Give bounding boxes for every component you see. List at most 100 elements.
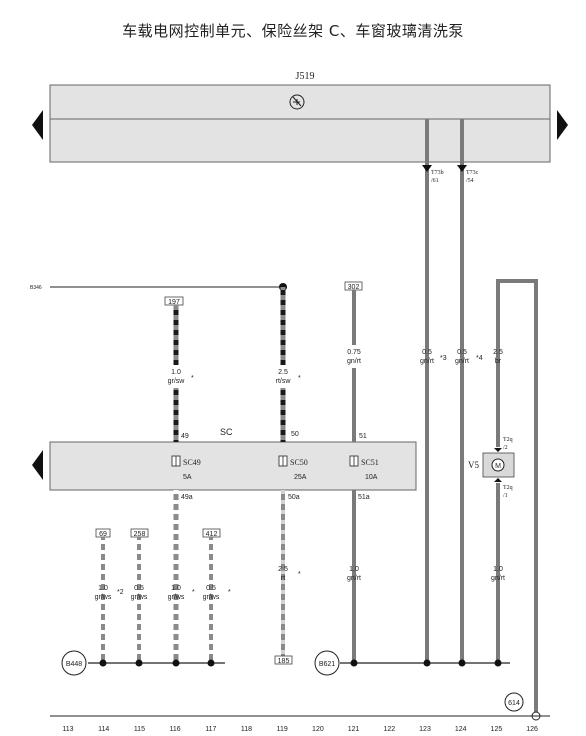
wire-t73c (460, 119, 464, 663)
wire-supply-branch (280, 287, 286, 365)
wire-color-label: rt/sw (276, 378, 292, 385)
wire-gn-rt-upper (352, 290, 356, 345)
fuse-pin-in: 51 (359, 433, 367, 440)
junction-dot (423, 659, 431, 667)
wire-note: *4 (476, 355, 483, 362)
ref-box-302-label: 302 (348, 284, 360, 291)
column-label: 119 (277, 726, 288, 733)
wire-color-label: gn/rt (347, 358, 361, 365)
right-continuation-arrow-icon (557, 110, 568, 140)
column-label: 113 (62, 726, 73, 733)
ground-label-614: 614 (508, 700, 520, 707)
wire-color-label: rt (281, 575, 285, 582)
motor-pin-bottom-label: T2q (503, 485, 513, 491)
ref-box-412-label: 412 (206, 531, 218, 538)
wire-size-label: 0.75 (347, 349, 361, 356)
wire-size-label: 1.0 (493, 566, 503, 573)
wire-rt-sw-lower (280, 388, 286, 442)
wire-size-label: 0.5 (206, 585, 216, 592)
wire-color-label: gn/rt (347, 575, 361, 582)
fuse-sc49-label: SC49 (183, 458, 201, 467)
column-label: 126 (526, 726, 538, 733)
fuse-sc51-label: SC51 (361, 458, 379, 467)
ground-point-614 (504, 692, 524, 712)
ground-point-b448 (61, 650, 87, 676)
left-continuation-arrow-icon (32, 110, 43, 140)
wire-color-label: gn/rt (455, 358, 469, 365)
junction-dot (458, 659, 466, 667)
wire-color-label: gr/ws (168, 594, 185, 601)
ref-box-185-label: 185 (278, 658, 290, 665)
wire-gr-ws-117 (209, 537, 213, 663)
column-label: 120 (312, 726, 324, 733)
wire-br-upper (496, 279, 500, 447)
wire-gn-rt-middle (352, 368, 356, 442)
junction-dot (207, 659, 215, 667)
wire-color-label: gr/ws (203, 594, 220, 601)
fuse-pin-in: 49 (181, 433, 189, 440)
junction-dot (494, 659, 502, 667)
motor-symbol: M (495, 463, 501, 470)
wire-gn-rt-lower (352, 490, 356, 663)
fuse-sc49-rating: 5A (183, 474, 192, 481)
fuse-pin-out: 50a (288, 494, 300, 501)
wire-color-label: gn/rt (491, 575, 505, 582)
ref-box-197-label: 197 (168, 299, 180, 306)
wire-size-label: 0.5 (134, 585, 144, 592)
wire-color-label: gr/sw (168, 378, 186, 385)
wire-color-label: gr/ws (95, 594, 112, 601)
wire-size-label: 2.5 (278, 369, 288, 376)
wire-size-label: 2.5 (493, 349, 503, 356)
column-label: 123 (419, 726, 431, 733)
diagram-title: 车载电网控制单元、保险丝架 C、车窗玻璃清洗泵 (122, 22, 464, 40)
control-unit-label: J519 (296, 71, 315, 82)
fuse-pin-out: 51a (358, 494, 370, 501)
supply-label: B346 (30, 285, 42, 291)
wire-note: * (228, 589, 231, 596)
motor-pin-bottom-num: /1 (503, 493, 508, 499)
wire-note: * (192, 589, 195, 596)
wire-br-top (496, 279, 538, 283)
wire-size-label: 0.5 (422, 349, 432, 356)
column-label: 118 (241, 726, 252, 733)
wire-size-label: 0.5 (457, 349, 467, 356)
wire-note: *3 (440, 355, 447, 362)
motor-icon (491, 458, 505, 472)
control-unit-symbol-icon (289, 94, 305, 110)
motor-pin-top-label: T2q (503, 437, 513, 443)
wire-size-label: 1.0 (171, 369, 181, 376)
connector-t73c-arrow-icon (457, 165, 467, 172)
wire-gr-sw-lower (173, 388, 179, 442)
wire-note: * (298, 571, 301, 578)
junction-dot (135, 659, 143, 667)
wire-gn-rt-motor (496, 483, 500, 663)
connector-t73b-pin: /61 (431, 178, 439, 184)
column-label: 115 (134, 726, 145, 733)
wire-note: * (191, 375, 194, 382)
ref-box-185 (274, 655, 293, 665)
ground-label-b621: B621 (319, 661, 335, 668)
wire-color-label: gn/rt (420, 358, 434, 365)
wire-gr-sw-upper (173, 305, 179, 365)
connector-t73c-pin: /54 (466, 178, 474, 184)
ground-point-b621 (314, 650, 340, 676)
wire-color-label: gr/ws (131, 594, 148, 601)
connector-t73b-label: T73b (431, 170, 444, 176)
junction-dot (172, 659, 180, 667)
junction-dot (350, 659, 358, 667)
column-label: 124 (455, 726, 467, 733)
wire-size-label: 1.0 (98, 585, 108, 592)
column-label: 125 (491, 726, 503, 733)
ref-box-258-label: 258 (134, 531, 146, 538)
junction-dot (99, 659, 107, 667)
column-label: 114 (98, 726, 109, 733)
fuse-holder-label: SC (220, 427, 233, 437)
wire-note: * (298, 375, 301, 382)
column-label: 121 (348, 726, 360, 733)
connector-t73b-arrow-icon (422, 165, 432, 172)
motor-pin-bottom-arrow-icon (494, 478, 502, 482)
control-unit-j519 (49, 84, 551, 163)
fuse-sc50-label: SC50 (290, 458, 308, 467)
